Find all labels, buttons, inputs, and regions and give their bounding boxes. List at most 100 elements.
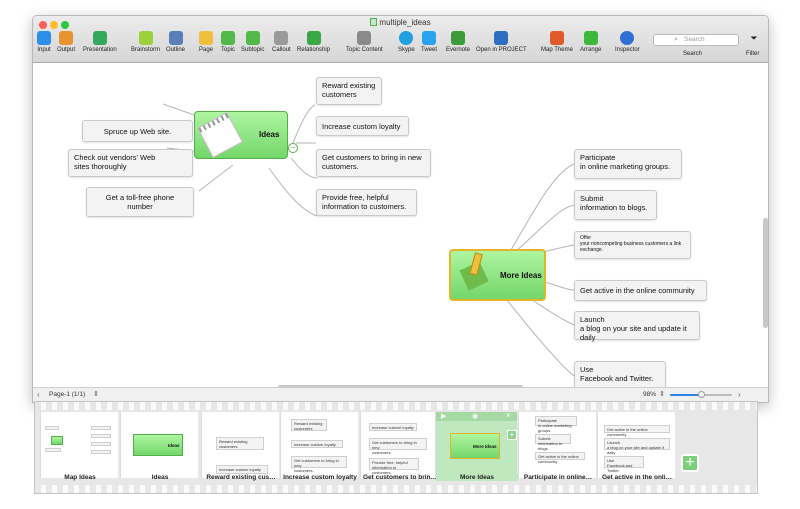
document-icon <box>370 18 378 26</box>
central-topic-more-ideas[interactable]: More Ideas <box>449 249 546 301</box>
topic-increase-loyalty[interactable]: Increase custom loyalty <box>316 116 409 136</box>
minimize-window-button[interactable] <box>50 21 58 29</box>
window-title-text: multiple_ideas <box>379 18 431 27</box>
mini-topic: Increase custom loyalty <box>369 423 417 431</box>
skype-icon <box>399 31 414 45</box>
next-page-icon[interactable]: › <box>738 390 741 399</box>
topic-reward-customers[interactable]: Reward existing customers <box>316 77 382 105</box>
subtopic-button[interactable]: Subtopic <box>241 31 264 61</box>
mini-topic: Use Facebook and Twitter. <box>604 456 644 473</box>
tweet-button[interactable]: Tweet <box>421 31 437 61</box>
previous-page-icon[interactable]: ‹ <box>37 390 40 399</box>
central-topic-ideas[interactable]: Ideas <box>194 111 288 159</box>
mind-map-canvas[interactable]: Spruce up Web site. Check out vendors' W… <box>33 63 768 389</box>
zoom-stepper-icon[interactable]: ⇕ <box>659 391 665 398</box>
filter-icon[interactable]: ⏷ <box>750 33 758 43</box>
film-perforation-bottom <box>35 485 757 493</box>
topic-spruce-web[interactable]: Spruce up Web site. <box>82 120 193 142</box>
slide-label[interactable]: Map Ideas <box>64 474 96 481</box>
slide-label[interactable]: Participate in online… <box>523 474 593 481</box>
topic-bring-customers[interactable]: Get customers to bring in new customers. <box>316 149 431 177</box>
page-button[interactable]: Page <box>199 31 213 61</box>
topic-toll-free[interactable]: Get a toll-free phone number <box>86 187 194 217</box>
slide-label[interactable]: Increase custom loyalty <box>283 474 357 481</box>
input-button[interactable]: Input <box>37 31 51 61</box>
map-theme-button[interactable]: Map Theme <box>541 31 573 61</box>
topic-content-button[interactable]: Topic Content <box>346 31 383 61</box>
slide-label[interactable]: More Ideas <box>436 474 518 481</box>
mini-topic: Increase custom loyalty <box>291 440 343 448</box>
add-slide-button[interactable]: + <box>681 454 699 472</box>
presentation-board-icon <box>92 31 107 45</box>
page-label: Page <box>199 47 214 53</box>
relationship-button[interactable]: Relationship <box>297 31 330 61</box>
slide-thumbnail[interactable]: Reward existing customers Increase custo… <box>280 412 358 478</box>
slide-label[interactable]: Reward existing cus… <box>206 474 276 481</box>
topic-online-community[interactable]: Get active in the online community <box>574 280 707 301</box>
zoom-slider[interactable] <box>670 391 732 398</box>
topic-facebook-twitter[interactable]: Use Facebook and Twitter. <box>574 361 666 389</box>
brainstorm-bulb-icon <box>138 31 153 45</box>
evernote-icon <box>451 31 465 45</box>
outline-label: Outline <box>166 47 186 53</box>
topic-button[interactable]: Topic <box>221 31 235 61</box>
evernote-button[interactable]: Evernote <box>446 31 470 61</box>
topic-check-vendors[interactable]: Check out vendors' Web sites thoroughly <box>68 149 193 177</box>
slide-thumbnail[interactable]: Increase custom loyalty Get customers to… <box>360 412 438 478</box>
slide-filmstrip: Ideas Reward existing customers Increase… <box>34 401 758 494</box>
slide-thumbnail[interactable]: Participate in online marketing groups. … <box>518 412 596 478</box>
zoom-slider-knob[interactable] <box>698 391 705 398</box>
slide-thumbnail-selected[interactable]: ▶ ◉ × More Ideas + <box>435 412 517 478</box>
presentation-button[interactable]: Presentation <box>83 31 117 61</box>
project-icon <box>494 31 509 45</box>
inspector-button[interactable]: Inspector <box>615 31 640 61</box>
add-slide-above-icon[interactable]: + <box>507 430 517 440</box>
twitter-icon <box>422 31 436 45</box>
slide-label[interactable]: Get customers to brin… <box>362 474 438 481</box>
close-slide-icon[interactable]: × <box>506 412 511 420</box>
mini-topic: Get customers to bring in new customers. <box>369 438 427 455</box>
vertical-scrollbar[interactable] <box>763 218 768 328</box>
mini-topic: Get customers to bring in new customers. <box>291 456 347 473</box>
slide-label[interactable]: Get active in the onli… <box>601 474 673 481</box>
topic-participate-groups[interactable]: Participate in online marketing groups. <box>574 149 682 179</box>
play-slide-icon[interactable]: ▶ <box>441 413 447 420</box>
brainstorm-label: Brainstorm <box>131 47 161 53</box>
search-input[interactable]: ⌕ Search <box>653 34 739 46</box>
topic-label: Topic <box>221 47 236 53</box>
close-window-button[interactable] <box>39 21 47 29</box>
topic-launch-blog[interactable]: Launch a blog on your site and update it… <box>574 311 700 342</box>
slide-label[interactable]: Ideas <box>151 474 169 481</box>
mini-topic: Get active in the online community <box>535 452 585 464</box>
zoom-window-button[interactable] <box>61 21 69 29</box>
topic-content-icon <box>357 31 372 45</box>
subtopic-label: Subtopic <box>241 47 265 53</box>
connector <box>268 167 318 217</box>
page-stepper-icon[interactable]: ⇕ <box>93 391 99 398</box>
brainstorm-button[interactable]: Brainstorm <box>131 31 160 61</box>
outline-button[interactable]: Outline <box>166 31 185 61</box>
connector <box>290 157 318 179</box>
slide-thumbnail[interactable]: Get active in the online community Launc… <box>597 412 675 478</box>
arrange-button[interactable]: Arrange <box>580 31 601 61</box>
topic-offer-link-exchange[interactable]: Offer your noncompeting business custome… <box>574 231 691 259</box>
slide-thumbnail[interactable]: Ideas <box>120 412 198 478</box>
mini-topic: Reward existing customers <box>216 437 264 450</box>
topic-free-information[interactable]: Provide free, helpful information to cus… <box>316 189 417 216</box>
mini-topic: Get active in the online community <box>604 425 670 437</box>
callout-button[interactable]: Callout <box>272 31 291 61</box>
collapse-toggle[interactable]: − <box>288 143 298 153</box>
slide-thumbnail[interactable] <box>40 412 118 478</box>
slide-thumbnail[interactable]: Reward existing customers Increase custo… <box>201 412 279 478</box>
skype-button[interactable]: Skype <box>398 31 415 61</box>
filter-label[interactable]: Filter <box>746 51 760 57</box>
open-project-label: Open in PROJECT <box>476 47 527 53</box>
open-project-button[interactable]: Open in PROJECT <box>476 31 527 61</box>
output-button[interactable]: Output <box>57 31 75 61</box>
callout-label: Callout <box>272 47 291 53</box>
topic-icon <box>221 31 235 45</box>
camera-icon[interactable]: ◉ <box>472 413 479 420</box>
topic-submit-blogs[interactable]: Submit information to blogs. <box>574 190 657 220</box>
